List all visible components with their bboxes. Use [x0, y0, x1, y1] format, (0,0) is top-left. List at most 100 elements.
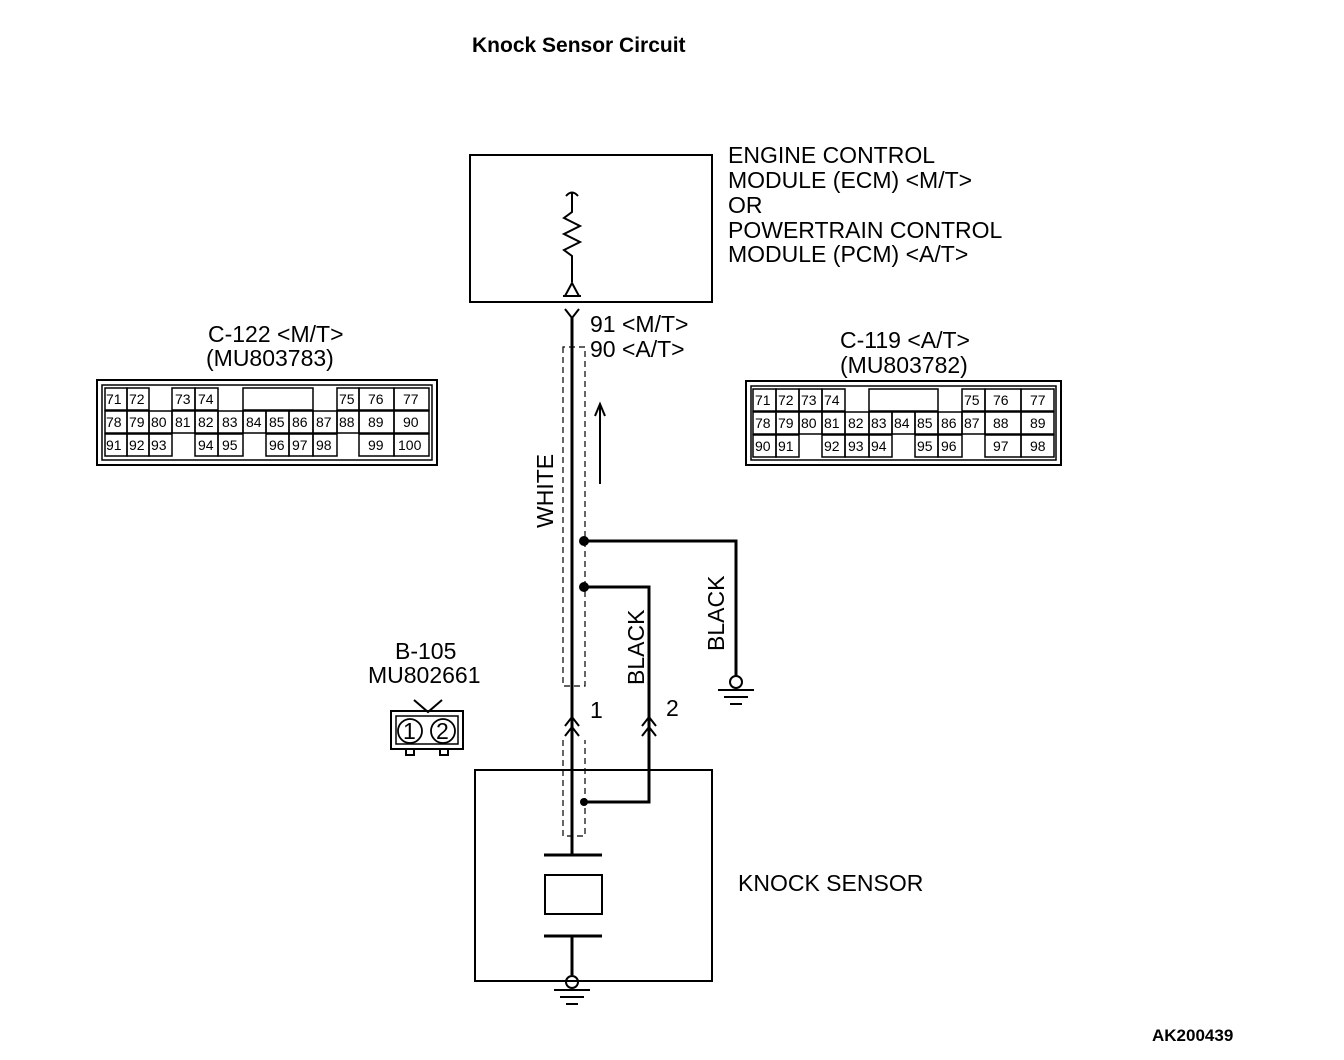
- c119-pin: 91: [778, 438, 794, 454]
- c119-pin: 72: [778, 392, 794, 408]
- c119-pin: 83: [871, 415, 887, 431]
- c119-pin: 78: [755, 415, 771, 431]
- ecm-box: [469, 154, 713, 303]
- ecm-label-line-1: ENGINE CONTROL: [728, 142, 935, 168]
- ecm-resistor-symbol: [561, 191, 583, 297]
- c122-pin: 92: [129, 437, 145, 453]
- c119-pin: 74: [824, 392, 840, 408]
- c122-pin: 84: [246, 414, 262, 430]
- ecm-label-line-2: MODULE (ECM) <M/T>: [728, 167, 972, 193]
- c122-pin: 91: [106, 437, 122, 453]
- pin2-chevron: [641, 715, 657, 737]
- c119-pin: 98: [1030, 438, 1046, 454]
- sensor-black-wire: [584, 585, 651, 804]
- c122-pin: 90: [403, 414, 419, 430]
- ecm-pin-chevron: [564, 308, 580, 320]
- c119-name: C-119 <A/T>: [840, 327, 970, 353]
- wire-label-black-sensor: BLACK: [623, 609, 649, 685]
- c122-pin: 82: [198, 414, 214, 430]
- b105-pin-1: 1: [403, 718, 416, 744]
- c119-pin: 95: [917, 438, 933, 454]
- c119-part: (MU803782): [840, 352, 968, 378]
- c119-pin: 76: [993, 392, 1009, 408]
- c122-pin: 85: [269, 414, 285, 430]
- c122-name: C-122 <M/T>: [208, 321, 344, 347]
- wire-label-black-ground: BLACK: [703, 575, 729, 651]
- ecm-pin-mt: 91 <M/T>: [590, 311, 688, 337]
- c122-connector-face: [96, 379, 438, 466]
- c122-pin: 76: [368, 391, 384, 407]
- c122-pin: 93: [151, 437, 167, 453]
- c122-pin: 74: [198, 391, 214, 407]
- c119-pin: 88: [993, 415, 1009, 431]
- c122-pin: 71: [106, 391, 122, 407]
- signal-direction-arrow: [594, 401, 606, 484]
- c119-pin: 80: [801, 415, 817, 431]
- c122-pin: 73: [175, 391, 191, 407]
- c122-pin: 89: [368, 414, 384, 430]
- c119-pin: 94: [871, 438, 887, 454]
- pin1-chevron: [564, 715, 580, 737]
- ecm-label-line-4: POWERTRAIN CONTROL: [728, 217, 1003, 243]
- c122-pin: 83: [222, 414, 238, 430]
- ecm-pin-at: 90 <A/T>: [590, 336, 685, 362]
- c122-pin: 98: [316, 437, 332, 453]
- c119-pin: 85: [917, 415, 933, 431]
- c122-pin: 78: [106, 414, 122, 430]
- shield-lower: [562, 740, 586, 837]
- ground-symbol: [718, 675, 754, 705]
- c122-pin: 97: [292, 437, 308, 453]
- c119-pin: 93: [848, 438, 864, 454]
- junction-dot: [580, 798, 588, 806]
- c122-pin: 88: [339, 414, 355, 430]
- knock-sensor-box: [474, 769, 713, 982]
- b105-part: MU802661: [368, 662, 481, 688]
- c122-pin: 77: [403, 391, 419, 407]
- shield-upper: [562, 346, 586, 687]
- b105-connector-face: [390, 699, 464, 756]
- c119-pin: 71: [755, 392, 771, 408]
- sensor-pin-1-label: 1: [590, 697, 603, 723]
- knock-sensor-label: KNOCK SENSOR: [738, 870, 923, 896]
- c119-pin: 77: [1030, 392, 1046, 408]
- c122-pin: 87: [316, 414, 332, 430]
- diagram-title: Knock Sensor Circuit: [472, 34, 686, 57]
- junction-dot: [579, 536, 589, 546]
- c122-pin: 79: [129, 414, 145, 430]
- shield-ground-wire: [584, 539, 738, 676]
- c122-pin: 94: [198, 437, 214, 453]
- figure-code: AK200439: [1152, 1026, 1233, 1045]
- c119-pin: 73: [801, 392, 817, 408]
- ecm-label-line-5: MODULE (PCM) <A/T>: [728, 241, 968, 267]
- c122-part: (MU803783): [206, 345, 334, 371]
- sensor-pin-2-label: 2: [666, 695, 679, 721]
- c122-pin: 95: [222, 437, 238, 453]
- c119-connector-face: [745, 380, 1062, 466]
- c119-pin: 87: [964, 415, 980, 431]
- c119-pin: 92: [824, 438, 840, 454]
- sensor-ground-symbol: [554, 975, 590, 1005]
- c119-pin: 97: [993, 438, 1009, 454]
- c122-pin: 80: [151, 414, 167, 430]
- c119-pin: 86: [941, 415, 957, 431]
- b105-name: B-105: [395, 638, 456, 664]
- ecm-label-line-3: OR: [728, 192, 763, 218]
- c122-pin: 81: [175, 414, 191, 430]
- c119-pin: 89: [1030, 415, 1046, 431]
- c122-pin: 99: [368, 437, 384, 453]
- piezo-element-symbol: [544, 853, 603, 975]
- c122-pin: 72: [129, 391, 145, 407]
- junction-dot: [579, 582, 589, 592]
- wire-label-white: WHITE: [532, 454, 558, 528]
- c119-pin: 81: [824, 415, 840, 431]
- c122-pin: 96: [269, 437, 285, 453]
- c119-pin: 82: [848, 415, 864, 431]
- c119-pin: 90: [755, 438, 771, 454]
- c119-pin: 75: [964, 392, 980, 408]
- c119-pin: 79: [778, 415, 794, 431]
- b105-pin-2: 2: [436, 718, 449, 744]
- c122-pin: 75: [339, 391, 355, 407]
- c122-pin: 86: [292, 414, 308, 430]
- c119-pin: 84: [894, 415, 910, 431]
